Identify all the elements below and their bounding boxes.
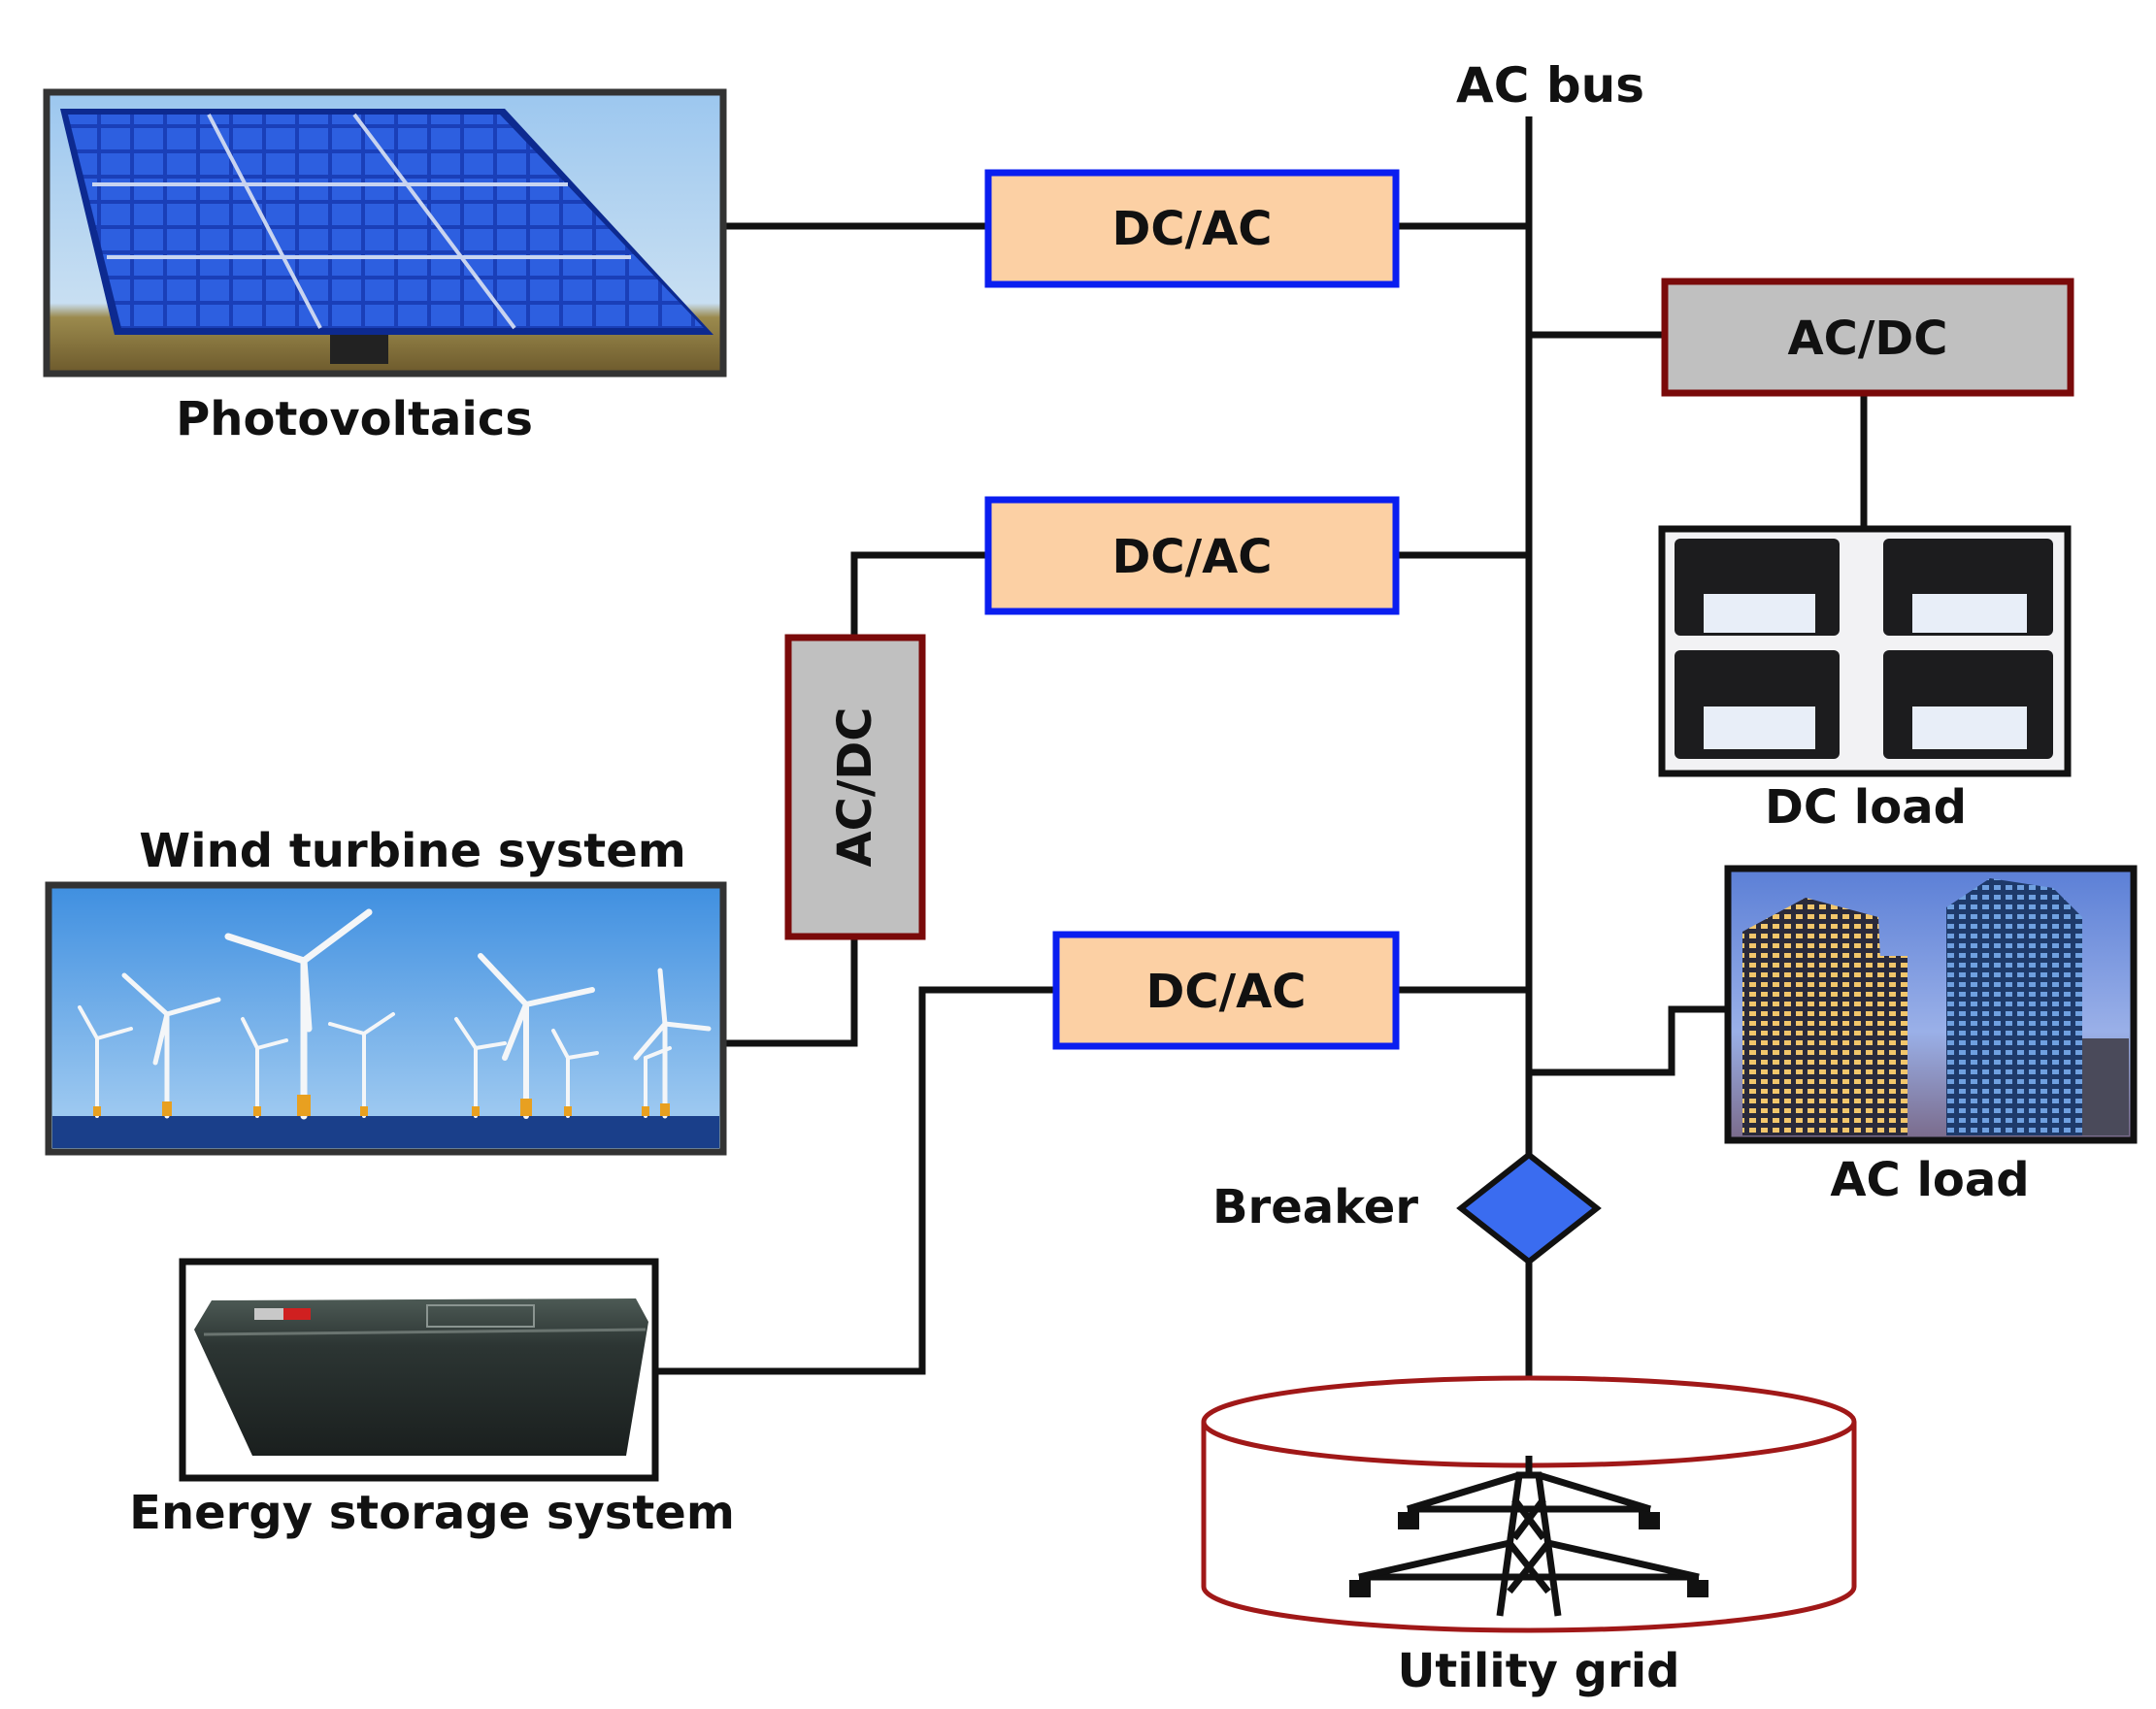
dcac-converter-pv-label: DC/AC — [1112, 202, 1273, 256]
wind-turbine-label: Wind turbine system — [139, 824, 686, 878]
buildings-icon — [1742, 878, 2129, 1135]
transmission-tower-icon — [1358, 1456, 1700, 1617]
wire-storage-to-converter — [655, 986, 1056, 1375]
utility-grid-label: Utility grid — [1397, 1644, 1679, 1698]
utility-grid-block — [1201, 1375, 1857, 1633]
dcac-converter-pv: DC/AC — [984, 169, 1400, 288]
breaker-label: Breaker — [1212, 1180, 1418, 1234]
energy-storage-label: Energy storage system — [129, 1486, 735, 1540]
dc-load-label: DC load — [1765, 780, 1967, 835]
wind-turbines-icon — [78, 908, 712, 1120]
dcac-converter-wind-label: DC/AC — [1112, 530, 1273, 584]
wire-rectifier-to-converter — [850, 551, 988, 638]
ac-load-label: AC load — [1830, 1153, 2029, 1207]
ac-load-block — [1724, 865, 2138, 1144]
wire-wind-to-rectifier — [723, 937, 858, 1047]
acdc-rectifier-wind-label: AC/DC — [828, 707, 882, 868]
dc-load-block — [1658, 525, 2072, 777]
photovoltaics-block — [43, 88, 727, 378]
battery-icon — [194, 1298, 648, 1456]
energy-storage-block — [179, 1258, 659, 1482]
acdc-rectifier-wind: AC/DC — [784, 634, 926, 940]
wires — [655, 116, 1868, 1378]
acdc-converter-dc-load: AC/DC — [1661, 278, 2074, 397]
grid-cylinder-top — [1201, 1375, 1857, 1468]
photovoltaics-label: Photovoltaics — [176, 392, 533, 446]
dcac-converter-storage-label: DC/AC — [1146, 965, 1307, 1019]
turbine-bases — [93, 1095, 670, 1116]
breaker-icon — [1456, 1151, 1602, 1265]
insulators — [1349, 1512, 1708, 1597]
solar-lights-icon — [1675, 539, 2053, 759]
ac-bus-label: AC bus — [1456, 57, 1644, 114]
acdc-converter-dc-load-label: AC/DC — [1788, 312, 1948, 366]
wire-bus-to-ac-load — [1529, 1005, 1728, 1076]
wind-turbine-block — [45, 881, 727, 1156]
dcac-converter-storage: DC/AC — [1052, 931, 1400, 1050]
dcac-converter-wind: DC/AC — [984, 496, 1400, 615]
solar-panel-icon — [60, 109, 713, 364]
